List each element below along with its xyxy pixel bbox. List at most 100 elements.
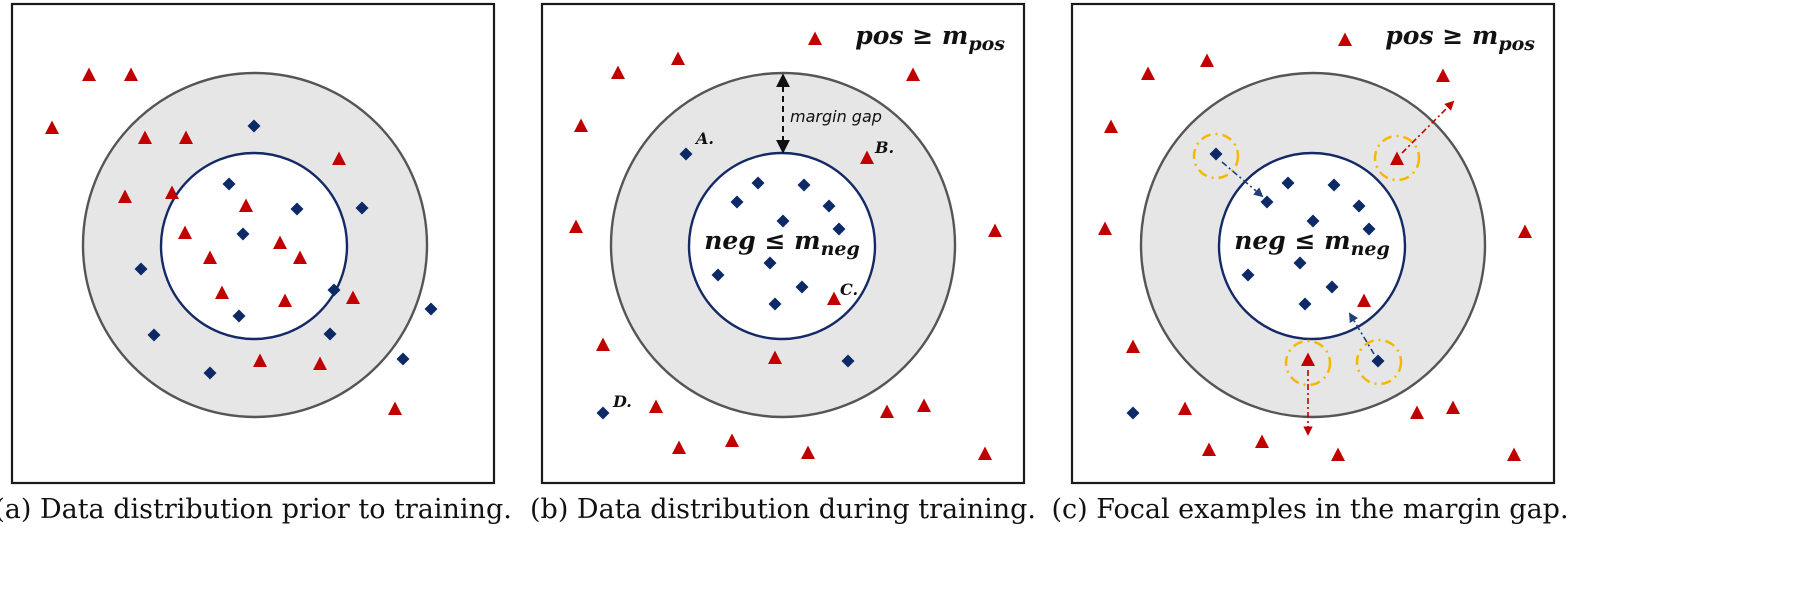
positive-sample-triangle [1126, 339, 1140, 353]
negative-sample-diamond [596, 406, 610, 420]
neg-threshold-sub: neg [821, 238, 860, 260]
negative-sample-diamond [236, 227, 250, 241]
negative-sample-diamond [147, 328, 161, 342]
point-label-a: A. [694, 129, 714, 148]
pos-threshold-label: pos ≥ mpos [855, 21, 1005, 55]
positive-sample-triangle [768, 350, 782, 364]
positive-sample-triangle [313, 356, 327, 370]
positive-sample-triangle [1436, 68, 1450, 82]
positive-sample-triangle [124, 67, 138, 81]
negative-sample-diamond [822, 199, 836, 213]
positive-sample-triangle [1331, 447, 1345, 461]
negative-sample-diamond [290, 202, 304, 216]
point-label-b: B. [874, 138, 894, 157]
negative-sample-diamond [424, 302, 438, 316]
pull-inward-arrow [1349, 312, 1375, 355]
pos-threshold-label: pos ≥ mpos [1385, 21, 1535, 55]
positive-sample-triangle [978, 446, 992, 460]
positive-sample-triangle [239, 198, 253, 212]
pos-threshold-text: pos ≥ m [1385, 21, 1498, 50]
panel-c-caption: (c) Focal examples in the margin gap. [1051, 494, 1568, 525]
positive-sample-triangle [1410, 405, 1424, 419]
negative-sample-diamond [355, 201, 369, 215]
point-label-d: D. [612, 392, 632, 411]
positive-sample-triangle [178, 225, 192, 239]
negative-sample-diamond [797, 178, 811, 192]
positive-sample-triangle [574, 118, 588, 132]
positive-sample-triangle [1202, 442, 1216, 456]
negative-sample-diamond [134, 262, 148, 276]
positive-sample-triangle [1098, 221, 1112, 235]
positive-sample-triangle [388, 401, 402, 415]
panel-b: margin gap pos ≥ mpos neg ≤ mneg A. B. C… [530, 2, 1036, 525]
panel-b-caption: (b) Data distribution during training. [530, 494, 1036, 525]
negative-sample-diamond [232, 309, 246, 323]
negative-sample-diamond [1352, 199, 1366, 213]
positive-sample-triangle [1255, 434, 1269, 448]
negative-sample-diamond [222, 177, 236, 191]
positive-sample-triangle [118, 189, 132, 203]
positive-sample-triangle [827, 291, 841, 305]
positive-sample-triangle [165, 185, 179, 199]
positive-sample-triangle [203, 250, 217, 264]
negative-sample-diamond [1260, 195, 1274, 209]
panel-a-caption: (a) Data distribution prior to training. [0, 494, 512, 525]
negative-sample-diamond [763, 256, 777, 270]
positive-sample-triangle [215, 285, 229, 299]
negative-sample-diamond [1293, 256, 1307, 270]
positive-sample-triangle [1357, 293, 1371, 307]
pos-threshold-text: pos ≥ m [855, 21, 968, 50]
positive-sample-triangle [82, 67, 96, 81]
focal-highlight [1355, 338, 1403, 386]
negative-sample-diamond [751, 176, 765, 190]
negative-sample-diamond [841, 354, 855, 368]
negative-sample-diamond [1126, 406, 1140, 420]
negative-sample-diamond [795, 280, 809, 294]
panel-c: pos ≥ mpos neg ≤ mneg (c) Focal examples… [1051, 2, 1569, 525]
neg-threshold-text: neg ≤ m [704, 226, 820, 255]
neg-threshold-label: neg ≤ mneg [1234, 226, 1390, 260]
panel-a-points [45, 67, 438, 415]
neg-threshold-label: neg ≤ mneg [704, 226, 860, 260]
positive-sample-triangle [569, 219, 583, 233]
positive-sample-triangle [179, 130, 193, 144]
negative-sample-diamond [1327, 178, 1341, 192]
negative-sample-diamond [1371, 354, 1385, 368]
positive-sample-triangle [1518, 224, 1532, 238]
positive-sample-triangle [808, 31, 822, 45]
positive-sample-triangle [1141, 66, 1155, 80]
panel-a: (a) Data distribution prior to training. [0, 2, 512, 525]
positive-sample-triangle [672, 440, 686, 454]
panel-c-points [1098, 32, 1532, 461]
negative-sample-diamond [1298, 297, 1312, 311]
negative-sample-diamond [832, 222, 846, 236]
push-outward-arrow [1401, 100, 1455, 154]
positive-sample-triangle [346, 290, 360, 304]
neg-threshold-text: neg ≤ m [1234, 226, 1350, 255]
margin-gap-label: margin gap [790, 107, 882, 126]
negative-sample-diamond [768, 297, 782, 311]
negative-sample-diamond [327, 283, 341, 297]
positive-sample-triangle [1178, 401, 1192, 415]
focal-highlight [1192, 132, 1240, 180]
positive-sample-triangle [45, 120, 59, 134]
negative-sample-diamond [323, 327, 337, 341]
negative-sample-diamond [1362, 222, 1376, 236]
positive-sample-triangle [1104, 119, 1118, 133]
positive-sample-triangle [1301, 352, 1315, 366]
positive-sample-triangle [906, 67, 920, 81]
negative-sample-diamond [203, 366, 217, 380]
positive-sample-triangle [801, 445, 815, 459]
positive-sample-triangle [1446, 400, 1460, 414]
positive-sample-triangle [138, 130, 152, 144]
point-label-c: C. [840, 280, 858, 299]
positive-sample-triangle [860, 150, 874, 164]
negative-sample-diamond [679, 147, 693, 161]
pos-threshold-sub: pos [968, 33, 1005, 55]
panel-b-points [569, 31, 1002, 460]
positive-sample-triangle [671, 51, 685, 65]
positive-sample-triangle [293, 250, 307, 264]
negative-sample-diamond [1241, 268, 1255, 282]
negative-sample-diamond [1209, 147, 1223, 161]
